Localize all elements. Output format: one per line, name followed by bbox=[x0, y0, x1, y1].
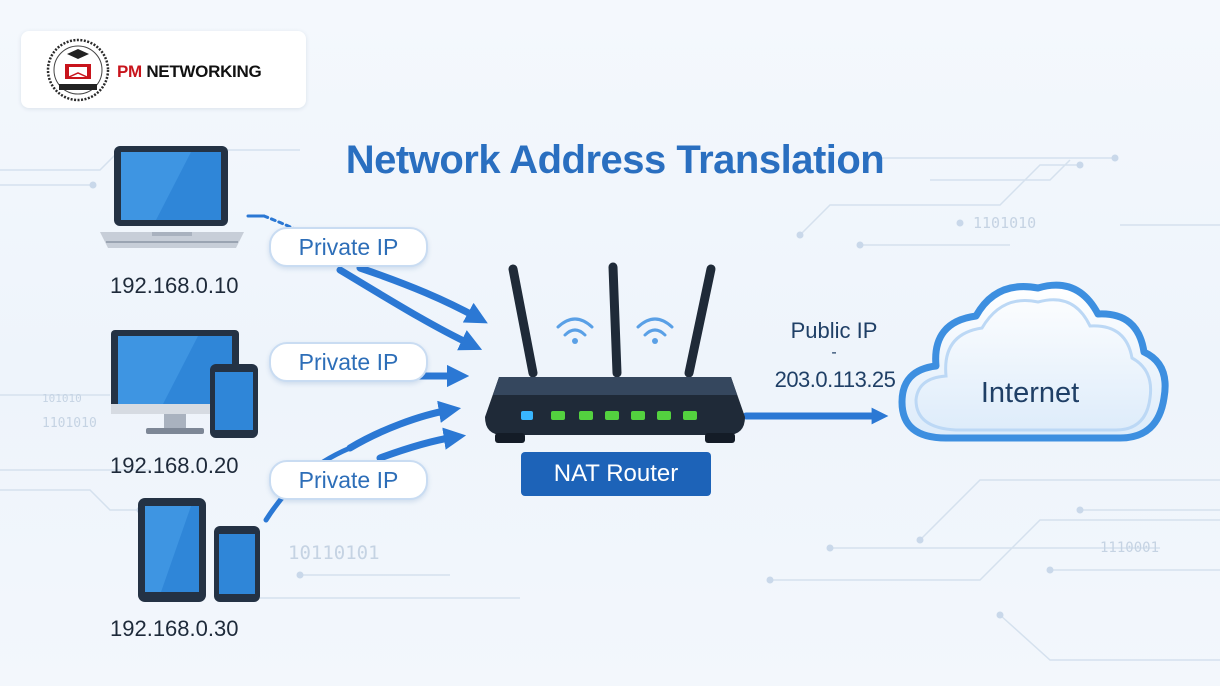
nat-router-label: NAT Router bbox=[521, 452, 711, 496]
arrow-laptop-a bbox=[356, 264, 488, 324]
device-ip-label: 192.168.0.30 bbox=[110, 616, 239, 641]
internet-label: Internet bbox=[980, 377, 1080, 409]
private-ip-pill: Private IP bbox=[269, 227, 428, 267]
wifi-icon bbox=[556, 317, 674, 337]
brand-logo[interactable]: PM NETWORKING bbox=[21, 31, 306, 108]
arrow-laptop-b bbox=[336, 266, 483, 351]
binary-text: 1101010 bbox=[973, 214, 1037, 232]
device-ip-label: 192.168.0.20 bbox=[110, 453, 239, 478]
cloud-icon bbox=[898, 281, 1169, 442]
arrow-tablet-b bbox=[376, 427, 467, 462]
device-ip-label: 192.168.0.10 bbox=[110, 273, 239, 298]
phone-icon bbox=[210, 364, 258, 438]
private-ip-pill: Private IP bbox=[269, 460, 428, 500]
public-ip-address: 203.0.113.25 bbox=[774, 367, 896, 392]
router-icon bbox=[485, 262, 745, 443]
laptop-icon bbox=[100, 146, 244, 248]
binary-text: 10110101 bbox=[288, 542, 380, 564]
binary-text: 1110001 bbox=[1100, 540, 1160, 556]
arrow-tablet-a bbox=[346, 400, 462, 452]
public-ip-separator: - bbox=[831, 344, 837, 361]
logo-emblem bbox=[46, 38, 110, 102]
private-ip-pill: Private IP bbox=[269, 342, 428, 382]
brand-name: PM NETWORKING bbox=[117, 62, 262, 81]
page-title: Network Address Translation bbox=[345, 138, 885, 182]
public-ip-label: Public IP bbox=[790, 318, 878, 343]
binary-text: 1101010 bbox=[42, 416, 97, 431]
desktop-icon bbox=[111, 330, 258, 438]
binary-text: 101010 bbox=[42, 392, 82, 405]
tablet-icon bbox=[138, 498, 260, 602]
phone-icon bbox=[214, 526, 260, 602]
